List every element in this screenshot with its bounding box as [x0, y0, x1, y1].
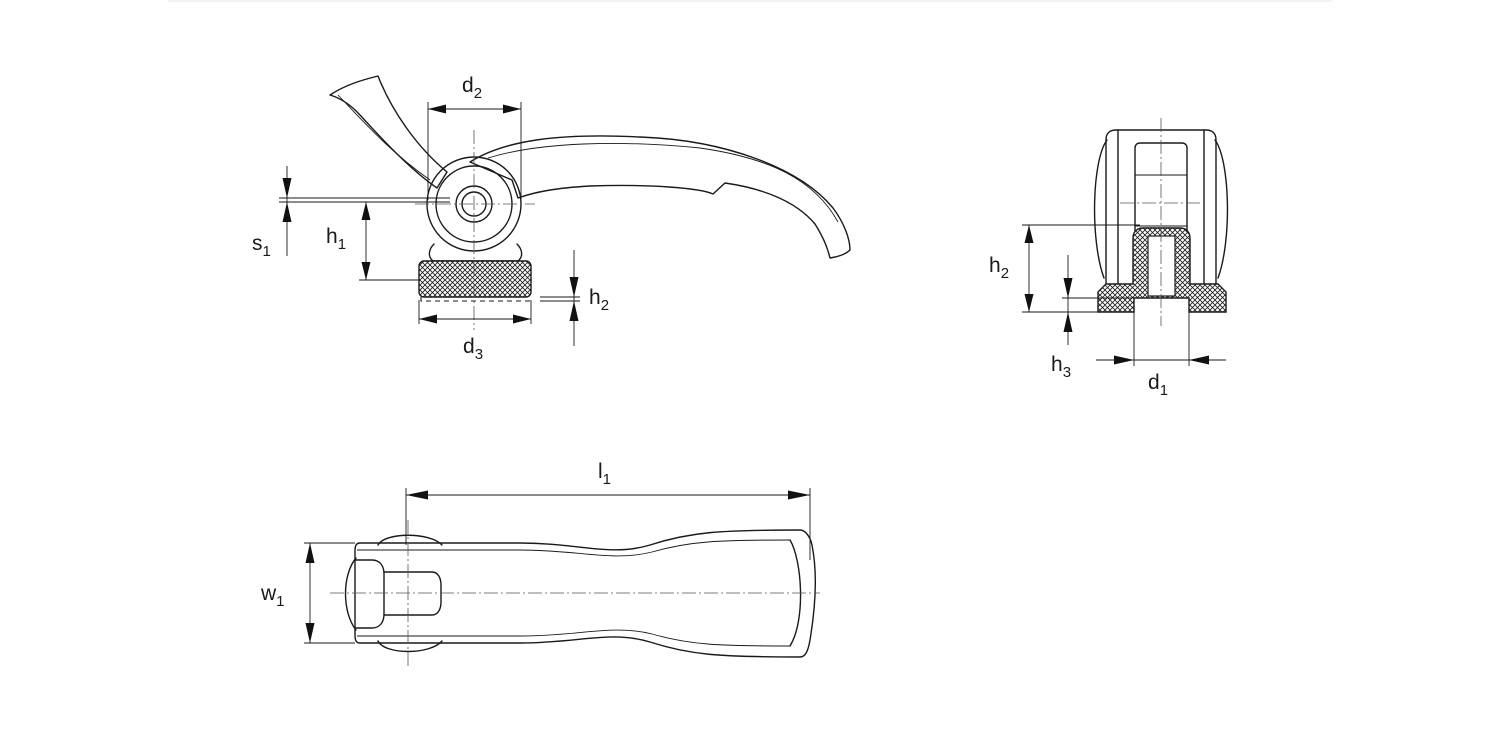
top-lever-outline: [354, 529, 817, 658]
lever-raised-outline: [329, 75, 448, 189]
top-disc-lower: [377, 640, 443, 653]
side-view: h2 h3 d1: [989, 118, 1229, 399]
top-fork-tongue: [383, 571, 442, 616]
top-disc-upper: [377, 534, 443, 546]
front-view: d2 s1 h1 h2 d3: [252, 74, 851, 363]
lever-raised-inner: [337, 94, 431, 181]
top-fork-slot-outer: [355, 559, 385, 629]
label-d1: d1: [1148, 371, 1168, 399]
label-h1: h1: [326, 225, 346, 253]
top-lever-upper-edge: [357, 539, 791, 557]
top-view: l1 w1: [260, 460, 820, 668]
cam-disc-right: [1214, 139, 1229, 279]
knurled-nut: [418, 260, 532, 298]
top-lever-lower-edge: [357, 629, 791, 647]
top-lever-tip: [789, 539, 802, 647]
label-h2-front: h2: [589, 286, 609, 314]
cam-disc-left: [1093, 139, 1108, 279]
label-d2: d2: [462, 74, 482, 102]
lever-outline: [469, 135, 851, 259]
lever-inner-line: [487, 143, 839, 223]
label-l1: l1: [598, 460, 611, 488]
cam-seat: [428, 243, 523, 262]
nut-hidden-edge: [420, 297, 531, 302]
label-d3: d3: [463, 335, 483, 363]
threaded-bore: [1147, 235, 1176, 297]
label-h3: h3: [1051, 353, 1071, 381]
label-w1: w1: [260, 582, 285, 610]
label-h2-side: h2: [989, 254, 1009, 282]
label-s1: s1: [252, 232, 271, 260]
top-nut-edge: [344, 557, 357, 631]
